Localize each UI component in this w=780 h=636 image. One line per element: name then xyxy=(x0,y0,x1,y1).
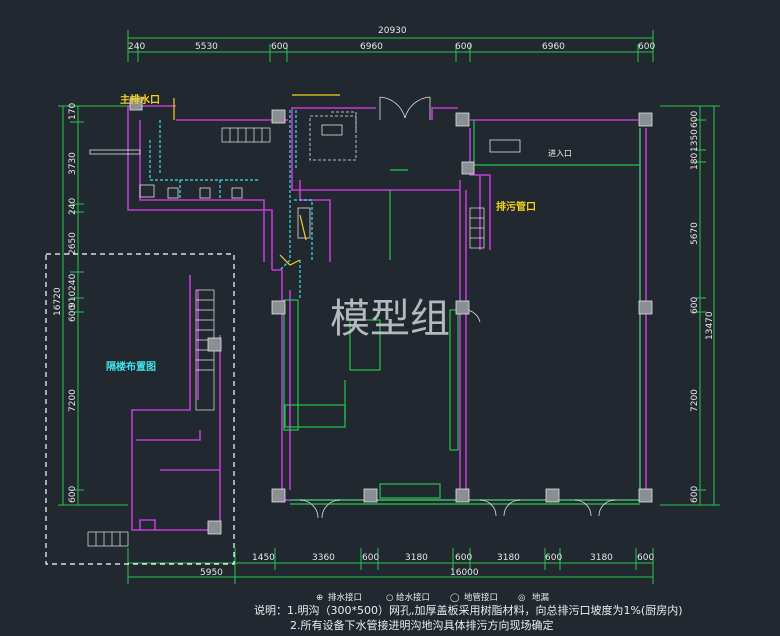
column xyxy=(129,97,143,111)
right-dimension-chain xyxy=(660,105,720,506)
column xyxy=(638,112,653,127)
legend: ⊕ 排水接口 ○ 给水接口 ◯ 地管接口 ◎ 地漏 xyxy=(316,592,550,603)
bottom-dim-1: 1450 xyxy=(252,553,275,563)
legend-symbol-floor-drain: ◎ xyxy=(518,593,525,603)
left-dim-8: 600 xyxy=(68,486,78,503)
top-dimension-chain xyxy=(127,30,654,62)
legend-text-floor-pipe: 地管接口 xyxy=(464,592,498,603)
column xyxy=(271,488,286,503)
right-dim-3: 180 xyxy=(690,153,700,170)
watermark: 模型组 xyxy=(330,296,450,342)
column xyxy=(638,300,653,315)
bottom-dim-2: 3360 xyxy=(312,553,335,563)
bottom-dim-9: 600 xyxy=(637,553,654,563)
column xyxy=(638,488,653,503)
yellow-pipes xyxy=(173,94,340,266)
bottom-total-left: 5950 xyxy=(200,568,223,578)
top-total-dim: 20930 xyxy=(378,26,407,36)
doors xyxy=(299,96,616,519)
mezzanine-walls xyxy=(131,275,221,531)
left-dim-5: 910240 xyxy=(68,273,78,308)
inflow-label: 进入口 xyxy=(548,149,572,158)
legend-symbol-supply: ○ xyxy=(386,593,393,603)
legend-text-supply: 给水接口 xyxy=(396,592,430,603)
bottom-dim-6: 3180 xyxy=(497,553,520,563)
left-dim-1: 170 xyxy=(68,103,78,120)
legend-text-floor-drain: 地漏 xyxy=(532,592,550,603)
bottom-dim-3: 600 xyxy=(362,553,379,563)
bottom-dim-4: 3180 xyxy=(405,553,428,563)
columns xyxy=(129,97,653,535)
column xyxy=(455,112,470,127)
mezzanine-label: 隔楼布置图 xyxy=(106,360,156,373)
column xyxy=(545,488,560,503)
legend-text-drain: 排水接口 xyxy=(328,592,362,603)
sewage-pipe-label: 排污管口 xyxy=(496,200,536,213)
column xyxy=(363,488,378,503)
pipe-outlines xyxy=(309,111,357,161)
note-line-2: 2.所有设备下水管接进明沟地沟具体排污方向现场确定 xyxy=(290,618,554,632)
column xyxy=(207,520,222,535)
column xyxy=(455,488,470,503)
top-dim-1: 240 xyxy=(128,42,145,52)
note-line-1: 说明：1.明沟（300*500）网孔,加厚盖板采用树脂材料，向总排污口坡度为1%… xyxy=(254,603,683,617)
left-dim-2: 3730 xyxy=(68,152,78,175)
top-dim-3: 600 xyxy=(271,42,288,52)
bottom-dim-8: 3180 xyxy=(590,553,613,563)
top-dim-4: 6960 xyxy=(360,42,383,52)
right-dim-5: 600 xyxy=(690,297,700,314)
column xyxy=(271,300,286,315)
right-dim-4: 5670 xyxy=(690,222,700,245)
main-drain-label: 主排水口 xyxy=(120,93,160,106)
right-dim-2: 1350 xyxy=(690,129,700,152)
bottom-dimension-chain xyxy=(127,548,654,584)
right-dim-6: 7200 xyxy=(690,389,700,412)
right-dim-7: 600 xyxy=(690,486,700,503)
top-dim-6: 6960 xyxy=(542,42,565,52)
left-dim-3: 240 xyxy=(68,198,78,215)
right-dim-1: 600 xyxy=(690,111,700,128)
left-dim-6: 600 xyxy=(68,305,78,322)
left-dimension-chain xyxy=(58,105,128,506)
column xyxy=(271,109,286,124)
legend-symbol-floor-pipe: ◯ xyxy=(450,593,460,603)
top-dim-7: 600 xyxy=(638,42,655,52)
left-total-dim: 16720 xyxy=(53,287,63,316)
right-total-dim: 13470 xyxy=(705,311,715,340)
column xyxy=(207,337,222,352)
bottom-total-right: 16000 xyxy=(450,568,479,578)
left-dim-7: 7200 xyxy=(68,389,78,412)
top-dim-2: 5530 xyxy=(195,42,218,52)
bottom-dim-5: 600 xyxy=(455,553,472,563)
bottom-dim-7: 600 xyxy=(545,553,562,563)
top-dim-5: 600 xyxy=(455,42,472,52)
mezzanine-outline xyxy=(45,253,235,565)
drain-trenches xyxy=(149,110,313,300)
legend-symbol-drain: ⊕ xyxy=(316,593,323,603)
column xyxy=(461,161,475,175)
equipment xyxy=(89,124,521,239)
column xyxy=(455,300,470,315)
left-dim-4: 2650 xyxy=(68,232,78,255)
